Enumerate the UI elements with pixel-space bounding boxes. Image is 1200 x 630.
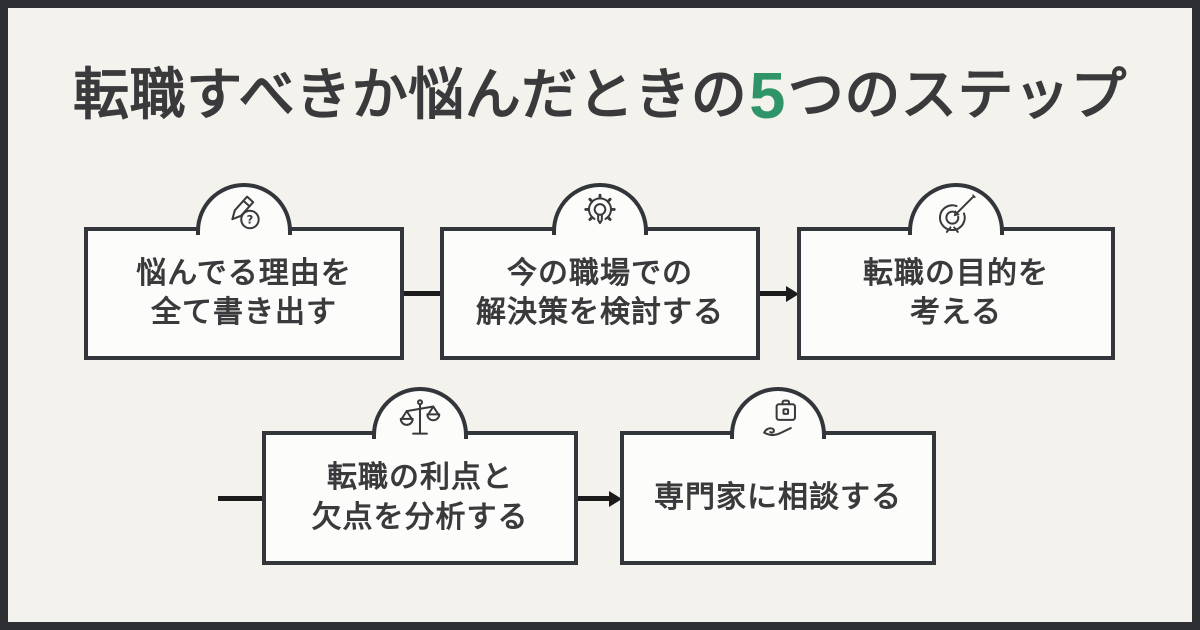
- step-label-line: 全て書き出す: [151, 296, 337, 329]
- arrow-shaft: [576, 496, 609, 501]
- step-3-icon-bump: [908, 183, 1004, 235]
- step-box-5: 専門家に相談する: [620, 387, 936, 565]
- balance-scale-icon: [399, 399, 441, 435]
- step-box-1: ? 悩んでる理由を 全て書き出す: [84, 183, 404, 360]
- step-box-2: 今の職場での 解決策を検討する: [440, 183, 760, 360]
- connector-arrow-4-5: [576, 490, 622, 507]
- gear-lightbulb-icon: [584, 193, 616, 225]
- pencil-question-icon: ?: [231, 195, 260, 230]
- step-3-label: 転職の目的を 考える: [801, 231, 1111, 356]
- title-step-count: 5: [749, 59, 786, 132]
- step-1-icon-bump: ?: [196, 183, 292, 235]
- step-5-icon-bump: [730, 387, 826, 439]
- step-box-3: 転職の目的を 考える: [797, 183, 1115, 360]
- step-box-4: 転職の利点と 欠点を分析する: [262, 387, 578, 565]
- title-text-before: 転職すべきか悩んだときの: [73, 63, 748, 126]
- step-label-line: 転職の利点と: [327, 461, 513, 494]
- page-title: 転職すべきか悩んだときの5つのステップ: [0, 60, 1200, 132]
- connector-arrow-2-3: [758, 285, 799, 302]
- arrow-shaft: [758, 291, 786, 296]
- step-label-line: 考える: [909, 296, 1003, 329]
- arrow-head-icon: [609, 490, 622, 507]
- step-label-line: 悩んでる理由を: [136, 256, 352, 290]
- step-label-line: 転職の目的を: [863, 256, 1049, 290]
- arrow-head-icon: [786, 285, 799, 302]
- svg-text:?: ?: [247, 213, 254, 227]
- step-2-icon-bump: [552, 183, 648, 235]
- step-4-icon-bump: [372, 387, 468, 439]
- step-5-label: 専門家に相談する: [624, 435, 932, 561]
- title-text-after: つのステップ: [787, 63, 1127, 126]
- step-label-line: 解決策を検討する: [476, 296, 724, 329]
- step-label-line: 今の職場での: [507, 256, 693, 290]
- connector-line-1-2: [402, 291, 442, 296]
- step-label-line: 専門家に相談する: [654, 480, 902, 514]
- step-2-label: 今の職場での 解決策を検討する: [444, 231, 756, 356]
- target-dart-icon: [938, 193, 977, 233]
- step-label-line: 欠点を分析する: [311, 500, 529, 534]
- connector-stub-into-4: [218, 496, 264, 501]
- step-4-label: 転職の利点と 欠点を分析する: [266, 435, 574, 561]
- step-1-label: 悩んでる理由を 全て書き出す: [88, 231, 400, 356]
- hand-briefcase-icon: [763, 399, 796, 437]
